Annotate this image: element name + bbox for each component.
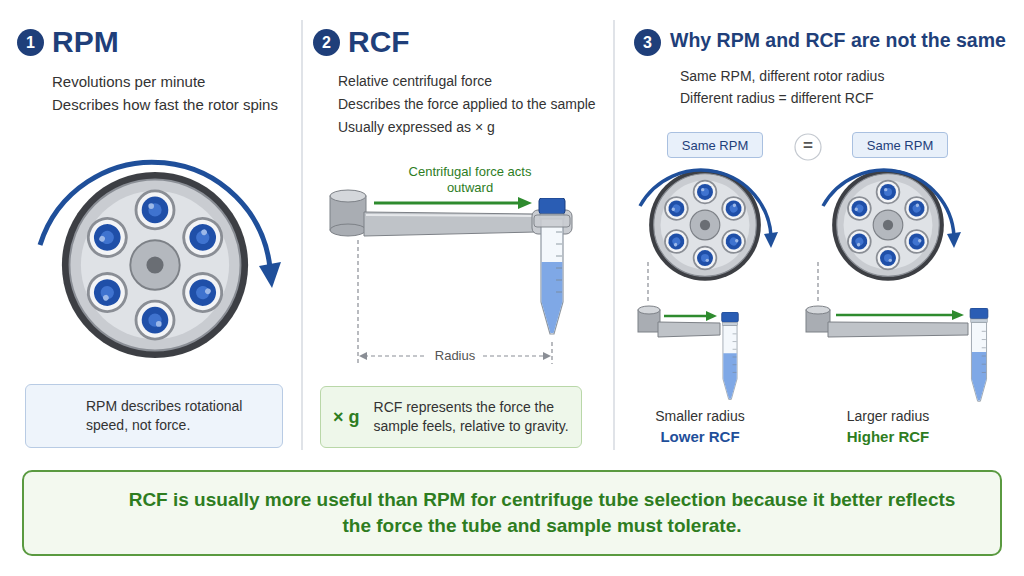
description: Usually expressed as × g [338, 119, 495, 136]
subtitle: Same RPM, different rotor radius [680, 68, 884, 85]
callout-number: 1 [17, 29, 44, 56]
description: Describes the force applied to the sampl… [338, 96, 596, 113]
callout-text: 2 [322, 34, 331, 52]
unit-icon: × g [333, 405, 360, 429]
note-text: RPM describes rotational speed, not forc… [86, 397, 272, 435]
description: Describes how fast the rotor spins [52, 96, 278, 114]
section-heading: RCF [348, 24, 410, 60]
subtitle: Relative centrifugal force [338, 73, 492, 90]
radius-label: Smaller radius [630, 408, 770, 425]
equals-sign: = [798, 136, 818, 156]
rcf-label: Higher RCF [818, 428, 958, 446]
section-heading: RPM [52, 24, 119, 60]
section-heading: Why RPM and RCF are not the same [670, 29, 1006, 52]
radius-label: Larger radius [818, 408, 958, 425]
note-text: RCF represents the force the sample feel… [374, 398, 571, 436]
tag-text: Same RPM [682, 138, 748, 153]
rcf-label: Lower RCF [630, 428, 770, 446]
tag-text: Same RPM [867, 138, 933, 153]
tag-box: Same RPM [667, 132, 763, 158]
dimension-label: Radius [427, 348, 483, 364]
description: Different radius = different RCF [680, 90, 874, 107]
callout-text: 1 [26, 34, 35, 52]
force-label: Centrifugal force acts outward [395, 164, 545, 195]
subtitle: Revolutions per minute [52, 73, 205, 91]
note-box: RPM describes rotational speed, not forc… [25, 384, 283, 448]
conclusion-banner: RCF is usually more useful than RPM for … [22, 470, 1002, 556]
callout-text: 3 [643, 34, 652, 52]
conclusion-text: RCF is usually more useful than RPM for … [114, 487, 970, 538]
callout-number: 2 [313, 29, 340, 56]
tag-box: Same RPM [852, 132, 948, 158]
callout-number: 3 [634, 29, 661, 56]
note-box: × g RCF represents the force the sample f… [320, 386, 582, 448]
